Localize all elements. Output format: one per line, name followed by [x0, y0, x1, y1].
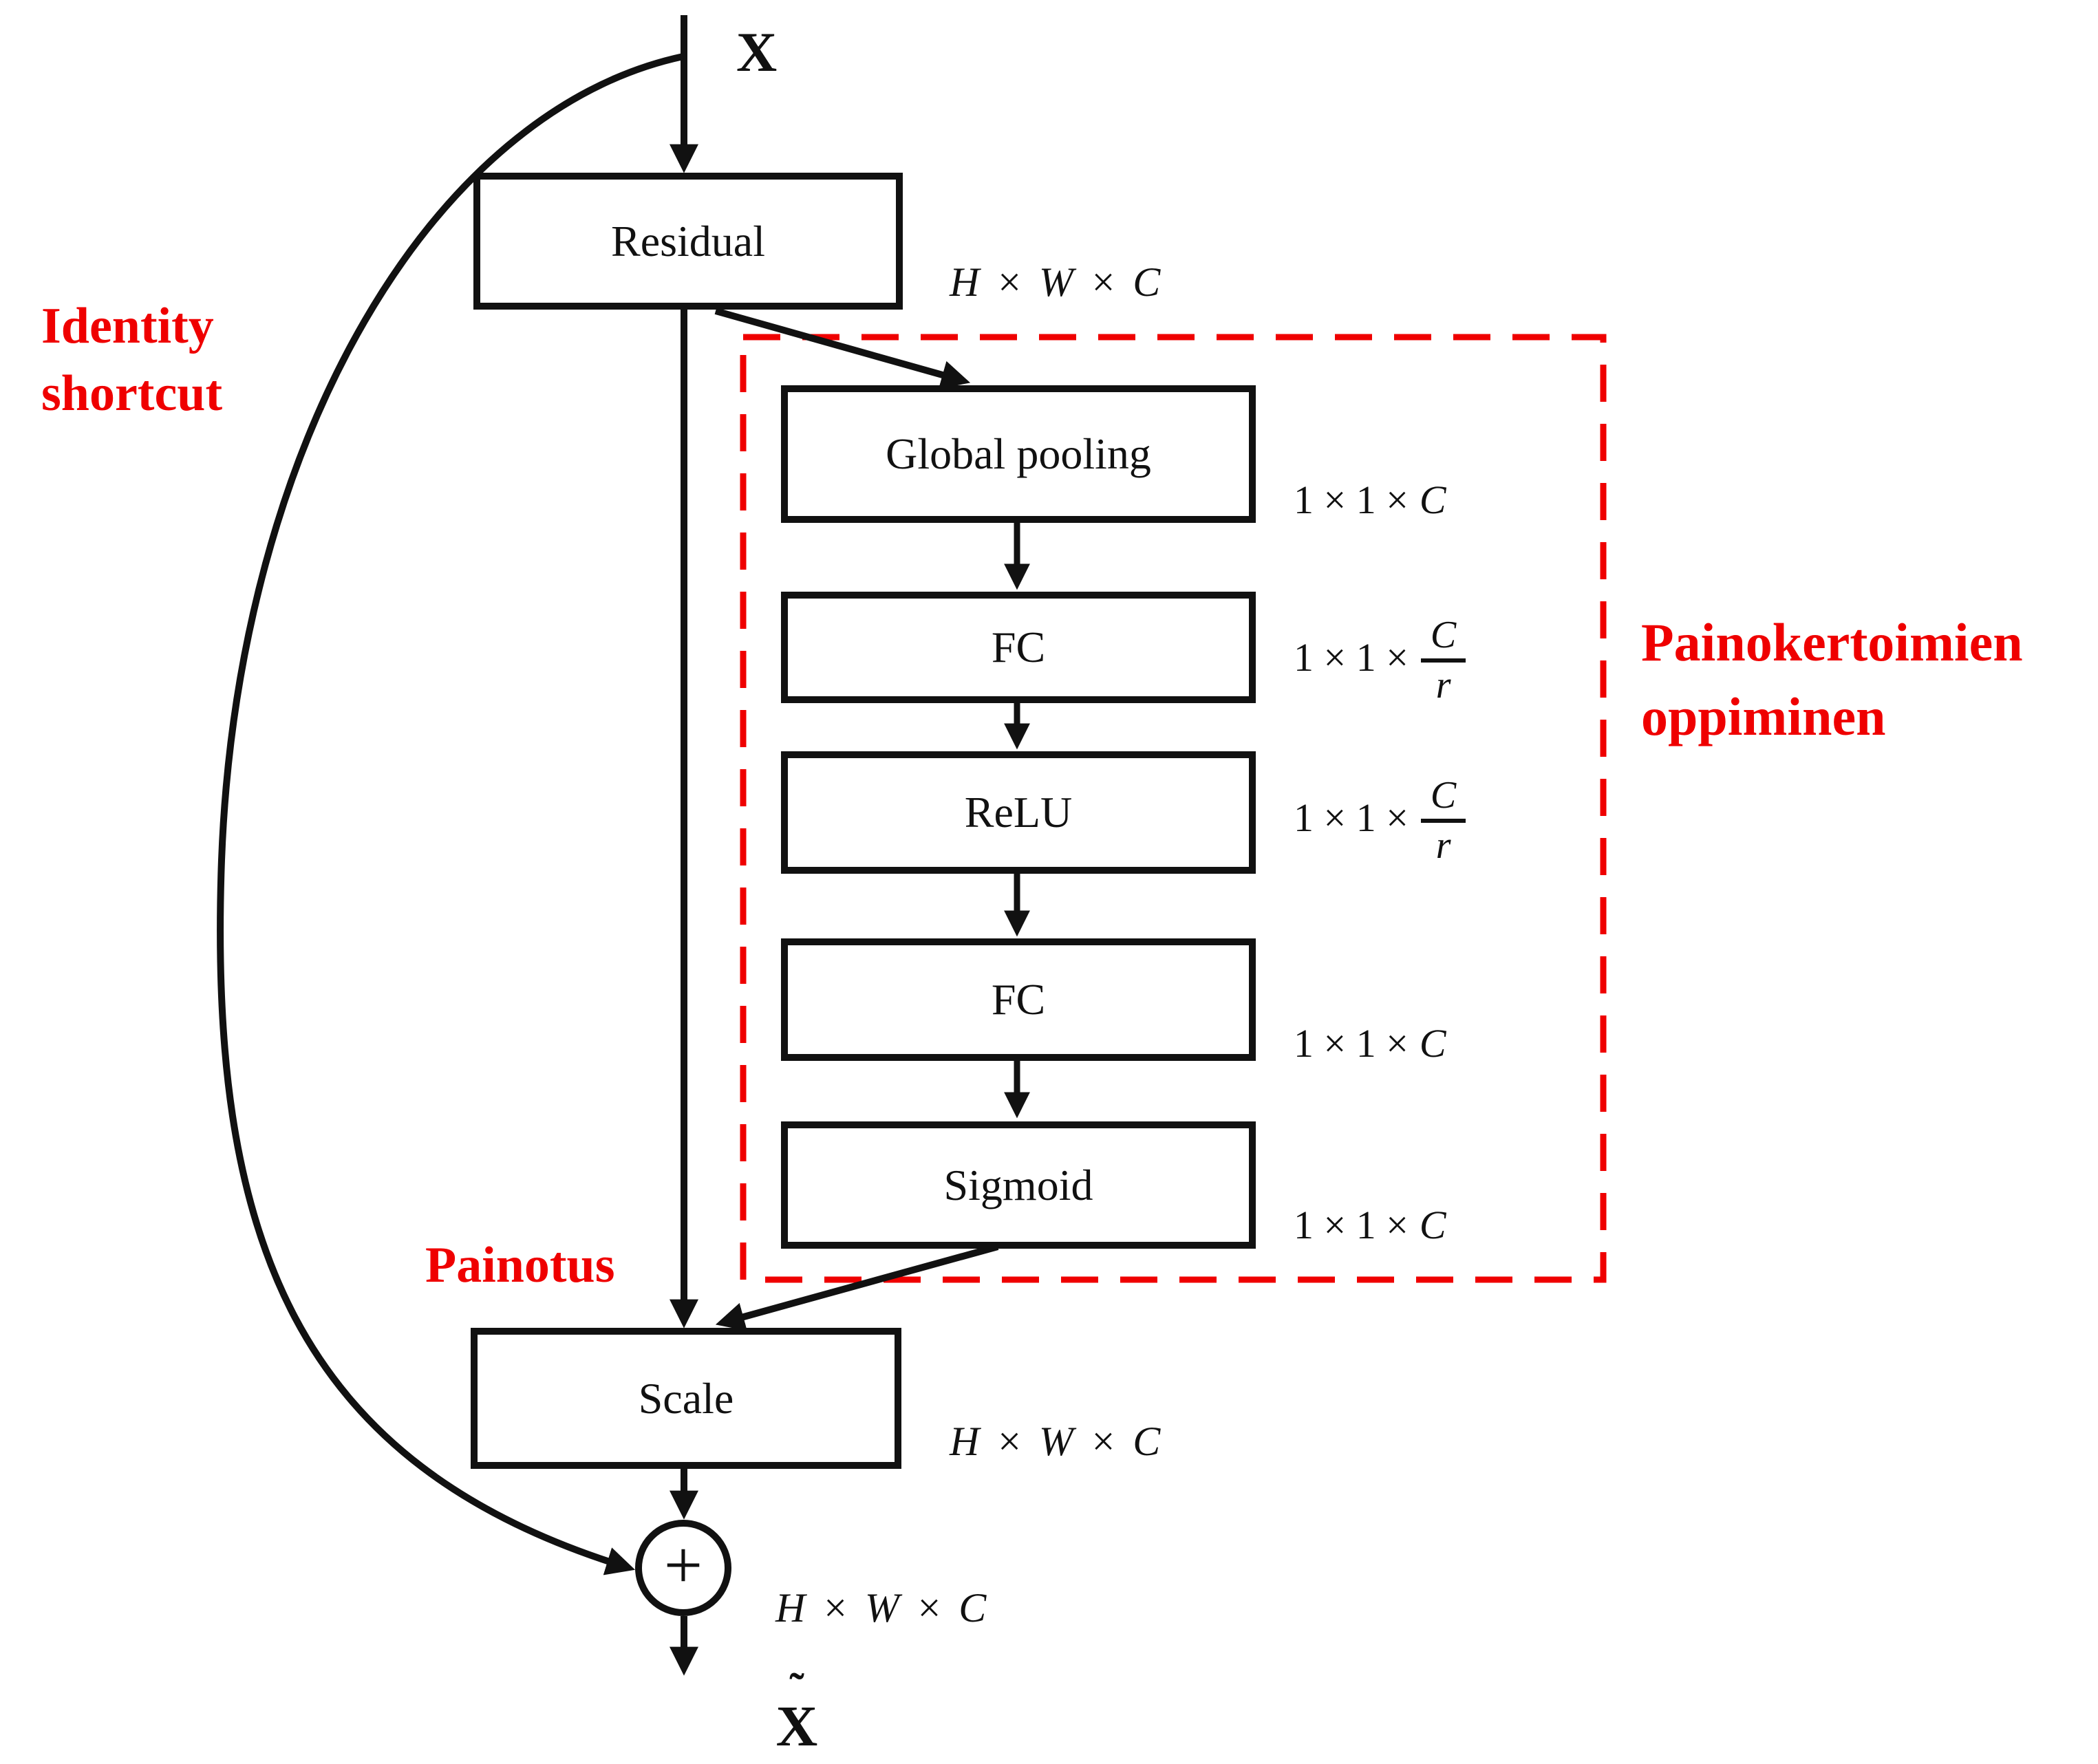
scale-dims-label: H × W × C — [950, 1419, 1164, 1464]
fc1-dims-channel: C — [1420, 615, 1466, 663]
relu-dims-fraction: C r — [1420, 775, 1466, 867]
output-label-tilde: ˜ — [789, 1664, 804, 1713]
sigmoid-dims-prefix: 1 × 1 × — [1294, 1203, 1409, 1247]
residual-box-label: Residual — [611, 216, 765, 266]
sigmoid-to-scale-arrow — [715, 1243, 999, 1331]
output-label-base: X — [775, 1695, 818, 1758]
relu-dims-prefix: 1 × 1 × — [1294, 795, 1409, 840]
sigmoid-dims-channel: C — [1419, 1203, 1446, 1247]
fc1-dims-reduction: r — [1435, 663, 1451, 707]
weight-learning-line1: Painokertoimien — [1641, 612, 2023, 672]
global-pooling-box-label: Global pooling — [886, 429, 1151, 478]
input-label: X — [736, 21, 778, 83]
sigmoid-dims-label: 1 × 1 × C — [1294, 1203, 1446, 1247]
fc1-dims-prefix: 1 × 1 × — [1294, 634, 1409, 680]
residual-to-pooling-arrow — [714, 308, 971, 389]
fc2-dims-channel: C — [1419, 1021, 1446, 1066]
residual-box: Residual — [473, 173, 903, 310]
fc2-box: FC — [781, 938, 1256, 1061]
global-pooling-box: Global pooling — [781, 385, 1256, 523]
scale-box: Scale — [471, 1328, 901, 1469]
identity-shortcut-line2: shortcut — [41, 365, 223, 422]
weight-learning-region-outline — [740, 334, 1607, 1283]
relu-dims-reduction: r — [1435, 824, 1451, 867]
plus-icon: + — [663, 1527, 703, 1603]
scale-box-label: Scale — [638, 1373, 734, 1423]
pooling-dims-label: 1 × 1 × C — [1294, 478, 1446, 522]
relu-dims-channel: C — [1420, 775, 1466, 823]
relu-box-label: ReLU — [964, 788, 1073, 837]
fc1-dims-fraction: C r — [1420, 615, 1466, 707]
fc2-dims-prefix: 1 × 1 × — [1294, 1021, 1409, 1066]
sigmoid-box: Sigmoid — [781, 1121, 1256, 1249]
fc1-box-label: FC — [991, 623, 1046, 671]
pooling-dims-channel: C — [1419, 477, 1446, 522]
weight-learning-line2: oppiminen — [1641, 687, 1886, 746]
fc1-box: FC — [781, 592, 1256, 703]
fc2-box-label: FC — [991, 975, 1046, 1024]
sum-dims-label: H × W × C — [775, 1585, 989, 1631]
identity-shortcut-label: Identity shortcut — [41, 292, 222, 427]
fc1-dims-label: 1 × 1 × C r — [1294, 612, 1466, 707]
identity-shortcut-curve — [217, 53, 685, 1575]
painotus-label: Painotus — [425, 1237, 615, 1293]
fc2-dims-label: 1 × 1 × C — [1294, 1022, 1446, 1066]
relu-box: ReLU — [781, 751, 1256, 874]
identity-shortcut-line1: Identity — [41, 298, 214, 354]
sum-node: + — [635, 1520, 731, 1616]
residual-dims-label: H × W × C — [950, 259, 1164, 305]
pooling-dims-prefix: 1 × 1 × — [1294, 477, 1409, 522]
sigmoid-box-label: Sigmoid — [943, 1160, 1093, 1209]
weight-learning-label: Painokertoimien oppiminen — [1641, 605, 2023, 754]
output-label: ˜ X — [756, 1664, 838, 1758]
relu-dims-label: 1 × 1 × C r — [1294, 773, 1466, 867]
